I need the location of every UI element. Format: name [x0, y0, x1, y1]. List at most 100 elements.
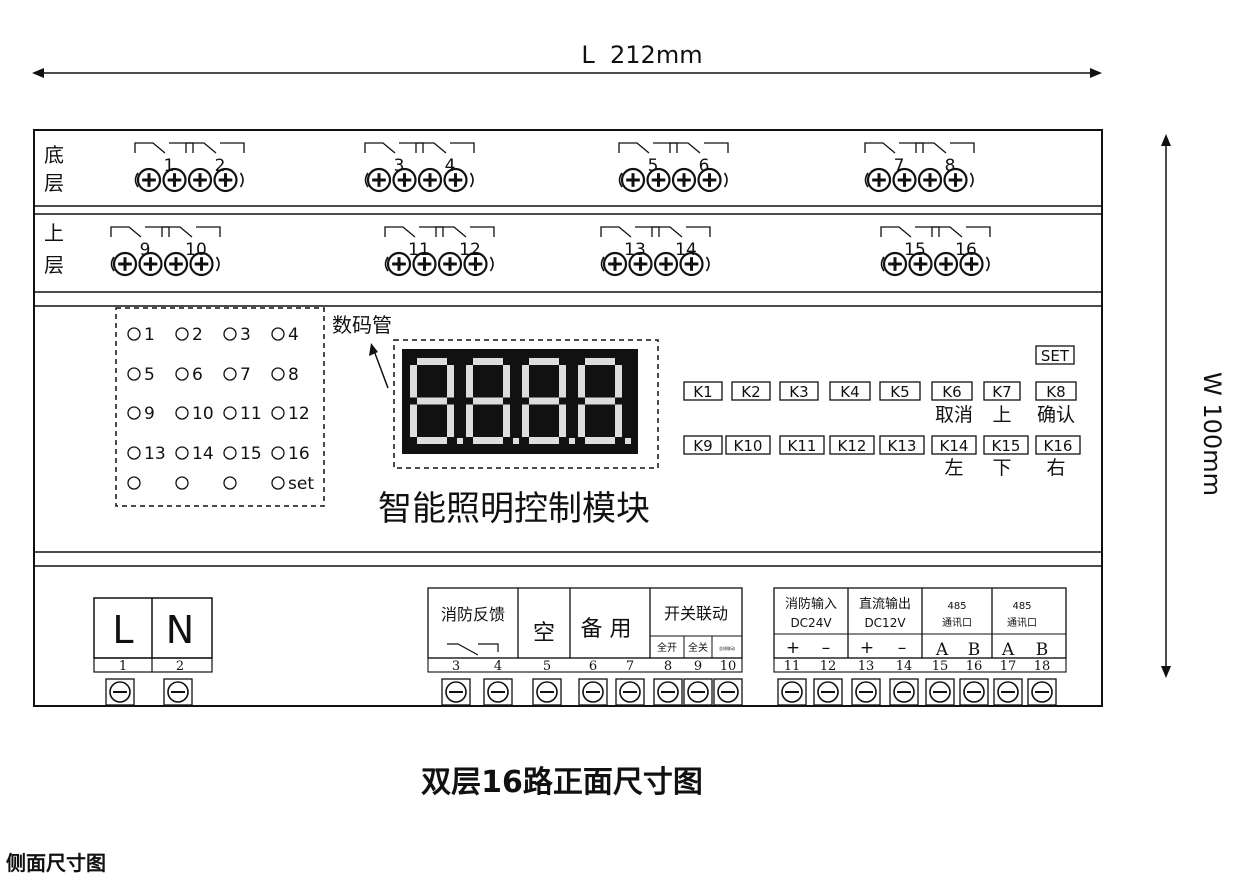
key-caption: 上 — [992, 404, 1011, 426]
key-button[interactable] — [683, 435, 723, 455]
key-k3[interactable]: K3 — [789, 383, 808, 401]
relay-number: 8 — [945, 156, 956, 176]
indicator-led-icon — [175, 476, 189, 490]
relay-number: 7 — [894, 156, 905, 176]
indicator-led-icon — [127, 446, 141, 460]
indicator-label: 5 — [144, 365, 155, 385]
indicator-led-icon — [271, 446, 285, 460]
polarity-label: – — [898, 638, 907, 658]
key-button[interactable] — [931, 381, 973, 401]
indicator-led-icon — [175, 446, 189, 460]
indicator-label: 13 — [144, 444, 166, 464]
key-k12[interactable]: K12 — [838, 437, 867, 455]
indicator-label: 14 — [192, 444, 214, 464]
key-button[interactable] — [779, 435, 825, 455]
terminal-number: 5 — [543, 659, 551, 674]
key-set[interactable]: SET — [1041, 347, 1070, 365]
key-k6[interactable]: K6 — [942, 383, 961, 401]
terminal-number: 10 — [720, 659, 737, 674]
key-k10[interactable]: K10 — [734, 437, 763, 455]
relay-contact-icon — [161, 226, 193, 238]
terminal-1-number: 1 — [119, 659, 127, 674]
relay-number: 16 — [955, 240, 977, 260]
indicator-led-icon — [271, 476, 285, 490]
key-button[interactable] — [1035, 381, 1077, 401]
relay-contact-icon — [651, 226, 683, 238]
key-k14[interactable]: K14 — [940, 437, 969, 455]
indicator-led-icon — [127, 476, 141, 490]
relay-number: 15 — [904, 240, 926, 260]
indicator-led-icon — [223, 367, 237, 381]
port485-b-sub: 通讯口 — [1007, 617, 1037, 629]
io-terminals: 消防反馈 空 备 用 开关联动 全开 全关 总线联动 消防输入 DC24V 直流… — [427, 587, 1067, 706]
relay-number: 6 — [699, 156, 710, 176]
indicator-label: 3 — [240, 325, 251, 345]
key-button[interactable] — [983, 381, 1021, 401]
relay-contact-icon — [415, 142, 447, 154]
key-button[interactable] — [931, 435, 977, 455]
terminal-number: 18 — [1034, 659, 1051, 674]
key-button[interactable] — [983, 435, 1029, 455]
key-k13[interactable]: K13 — [888, 437, 917, 455]
indicator-led-icon — [271, 406, 285, 420]
key-button[interactable] — [779, 381, 819, 401]
relay-contact-icon — [110, 226, 142, 238]
indicator-led-icon — [175, 406, 189, 420]
relay-number: 5 — [648, 156, 659, 176]
port-ab-label: A — [935, 640, 949, 660]
terminal-l-label: L — [112, 608, 133, 652]
indicator-label: 8 — [288, 365, 299, 385]
relay-contact-icon — [915, 142, 947, 154]
key-button[interactable] — [879, 435, 925, 455]
relay-number: 14 — [675, 240, 697, 260]
display-label: 数码管 — [332, 313, 392, 337]
key-button[interactable] — [731, 381, 771, 401]
indicator-label: 11 — [240, 404, 262, 424]
key-button[interactable] — [879, 381, 921, 401]
key-k7[interactable]: K7 — [992, 383, 1011, 401]
indicator-label: 2 — [192, 325, 203, 345]
key-k4[interactable]: K4 — [840, 383, 859, 401]
terminal-number: 15 — [932, 659, 949, 674]
key-k9[interactable]: K9 — [693, 437, 712, 455]
key-button[interactable] — [829, 435, 875, 455]
switch-link-bus: 总线联动 — [719, 645, 735, 651]
indicator-label: 10 — [192, 404, 214, 424]
indicator-led-icon — [127, 367, 141, 381]
key-button[interactable] — [1035, 435, 1081, 455]
relay-number: 10 — [185, 240, 207, 260]
relay-contact-icon — [384, 226, 416, 238]
relay-number: 1 — [164, 156, 175, 176]
polarity-label: + — [860, 638, 874, 658]
key-k15[interactable]: K15 — [992, 437, 1021, 455]
key-button[interactable] — [829, 381, 871, 401]
dc-output-label: 直流输出 — [859, 596, 911, 612]
spare-label: 备 用 — [581, 617, 632, 642]
relay-number: 2 — [215, 156, 226, 176]
key-button[interactable] — [725, 435, 771, 455]
indicator-led-icon — [175, 327, 189, 341]
key-k16[interactable]: K16 — [1044, 437, 1073, 455]
key-k2[interactable]: K2 — [741, 383, 760, 401]
port485-b-label: 485 — [1012, 601, 1031, 612]
terminal-number: 16 — [966, 659, 983, 674]
key-k11[interactable]: K11 — [788, 437, 817, 455]
key-k5[interactable]: K5 — [890, 383, 909, 401]
relay-number: 11 — [408, 240, 430, 260]
seven-segment-digit — [466, 358, 519, 444]
key-k8[interactable]: K8 — [1046, 383, 1065, 401]
seven-segment-digit — [522, 358, 575, 444]
key-button[interactable] — [683, 381, 723, 401]
relay-contact-icon — [864, 142, 896, 154]
indicator-label: 16 — [288, 444, 310, 464]
seven-segment-digit — [410, 358, 463, 444]
indicator-label: 9 — [144, 404, 155, 424]
key-k1[interactable]: K1 — [693, 383, 712, 401]
relay-contact-icon — [364, 142, 396, 154]
indicator-led-icon — [127, 406, 141, 420]
